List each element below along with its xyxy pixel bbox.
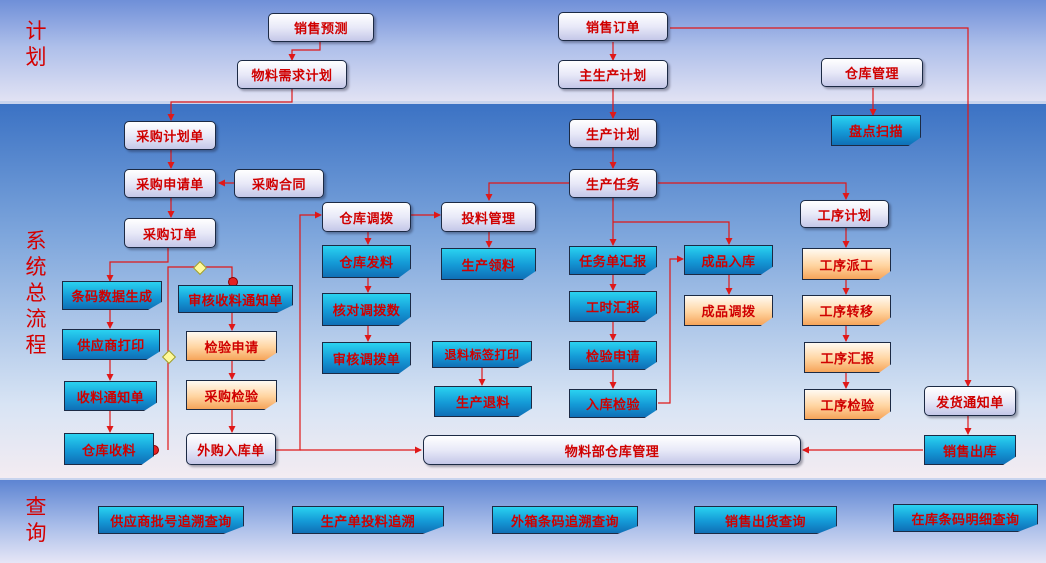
node-return-label-print[interactable]: 退料标签打印 [432, 341, 532, 368]
node-purchase-inspection[interactable]: 采购检验 [186, 380, 277, 410]
lane-label-query: 查询 [25, 495, 47, 545]
node-check-transfer-qty[interactable]: 核对调拨数 [322, 293, 411, 326]
node-task-report[interactable]: 任务单汇报 [569, 246, 657, 275]
node-mrp[interactable]: 物料需求计划 [237, 60, 347, 89]
connector [613, 221, 733, 245]
node-sales-order[interactable]: 销售订单 [558, 12, 668, 41]
connector [106, 248, 169, 282]
node-finished-transfer[interactable]: 成品调拨 [684, 295, 773, 326]
node-purchase-request[interactable]: 采购申请单 [124, 169, 216, 198]
node-production-pick[interactable]: 生产领料 [441, 248, 536, 280]
lane-divider [0, 101, 1046, 104]
node-process-report[interactable]: 工序汇报 [804, 342, 891, 373]
node-review-receipt-notice[interactable]: 审核收料通知单 [178, 285, 293, 313]
connector [288, 42, 321, 61]
node-review-transfer[interactable]: 审核调拨单 [322, 342, 411, 374]
connector [658, 182, 850, 200]
lane-label-flow: 系统总流程 [25, 229, 47, 357]
node-warehouse-dispatch[interactable]: 仓库发料 [322, 245, 411, 278]
connector [485, 182, 569, 201]
node-sales-outbound[interactable]: 销售出库 [924, 435, 1016, 465]
node-production-task[interactable]: 生产任务 [569, 169, 657, 198]
node-process-inspection[interactable]: 工序检验 [804, 389, 891, 420]
lane-divider [0, 478, 1046, 481]
node-delivery-notice[interactable]: 发货通知单 [924, 386, 1016, 416]
node-mps[interactable]: 主生产计划 [558, 60, 668, 89]
node-sales-forecast[interactable]: 销售预测 [268, 13, 374, 42]
query-sales-shipment[interactable]: 销售出货查询 [694, 506, 837, 534]
connector [167, 89, 293, 121]
connector [658, 255, 684, 404]
node-process-dispatch[interactable]: 工序派工 [802, 248, 891, 280]
query-outer-box-trace[interactable]: 外箱条码追溯查询 [492, 506, 638, 534]
node-inspection-request-a[interactable]: 检验申请 [186, 331, 277, 361]
node-production-plan[interactable]: 生产计划 [569, 119, 657, 148]
node-finished-receipt[interactable]: 成品入库 [684, 245, 773, 275]
node-inspection-request-b[interactable]: 检验申请 [569, 341, 657, 370]
node-inventory-scan[interactable]: 盘点扫描 [831, 115, 921, 146]
lane-label-plan: 计划 [25, 19, 47, 69]
node-purchase-contract[interactable]: 采购合同 [234, 169, 324, 198]
query-supplier-batch[interactable]: 供应商批号追溯查询 [98, 506, 244, 534]
node-warehouse-transfer[interactable]: 仓库调拨 [322, 202, 411, 232]
node-purchase-plan[interactable]: 采购计划单 [124, 121, 216, 150]
node-barcode-gen[interactable]: 条码数据生成 [62, 281, 162, 310]
node-material-dept-wh[interactable]: 物料部仓库管理 [423, 435, 801, 465]
connector [276, 211, 322, 451]
node-receipt-notice[interactable]: 收料通知单 [64, 381, 157, 411]
query-production-order-trace[interactable]: 生产单投料追溯 [292, 506, 444, 534]
connector [670, 27, 972, 387]
node-supplier-print[interactable]: 供应商打印 [62, 329, 160, 360]
query-stock-barcode-detail[interactable]: 在库条码明细查询 [893, 504, 1038, 532]
node-purchase-order[interactable]: 采购订单 [124, 218, 216, 248]
node-production-return[interactable]: 生产退料 [434, 386, 532, 417]
node-work-hours-report[interactable]: 工时汇报 [569, 291, 657, 322]
node-process-transfer[interactable]: 工序转移 [802, 295, 891, 326]
node-warehouse-mgmt[interactable]: 仓库管理 [821, 58, 923, 87]
node-material-issue-mgmt[interactable]: 投料管理 [441, 202, 536, 232]
node-external-stockin[interactable]: 外购入库单 [186, 433, 276, 465]
node-warehouse-receipt[interactable]: 仓库收料 [64, 433, 154, 465]
node-stockin-inspection[interactable]: 入库检验 [569, 389, 657, 418]
node-process-plan[interactable]: 工序计划 [800, 200, 889, 228]
